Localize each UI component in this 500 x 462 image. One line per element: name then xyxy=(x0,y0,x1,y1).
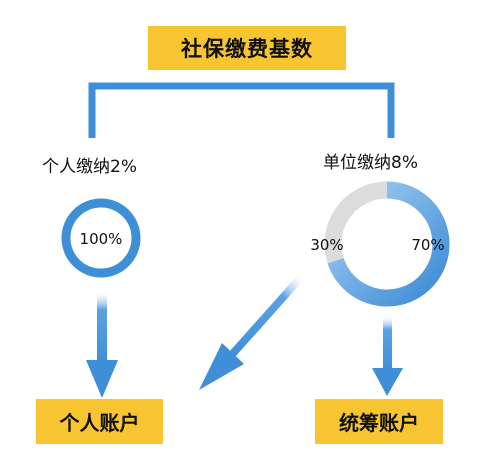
individual-ring-value: 100% xyxy=(80,230,123,248)
bracket-connector xyxy=(88,82,395,138)
pooled-account-box: 统筹账户 xyxy=(315,399,443,444)
employer-contribution-label: 单位缴纳8% xyxy=(323,153,418,173)
employer-blue-share: 70% xyxy=(411,236,444,254)
employer-donut xyxy=(324,181,450,307)
individual-account-box: 个人账户 xyxy=(36,399,163,444)
employer-gray-share: 30% xyxy=(310,236,343,254)
employer-share-arc xyxy=(327,181,450,307)
base-title-box: 社保缴费基数 xyxy=(148,26,346,70)
arrow-individual-to-account xyxy=(86,292,118,398)
arrow-employer-to-pooled xyxy=(372,316,403,396)
arrow-employer-to-individual xyxy=(199,277,302,390)
individual-contribution-label: 个人缴纳2% xyxy=(42,157,137,177)
individual-ring xyxy=(61,198,141,278)
